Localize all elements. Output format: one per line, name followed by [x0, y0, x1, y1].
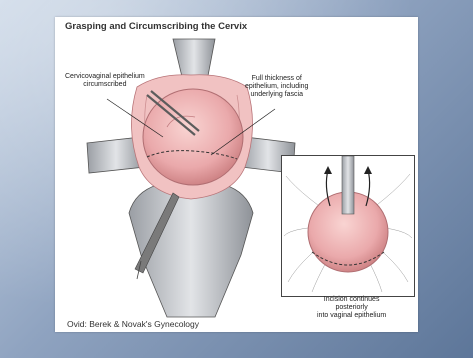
- right-callout-line-1: Full thickness of: [245, 75, 308, 83]
- figure-panel: Grasping and Circumscribing the Cervix: [55, 17, 418, 332]
- inset-callout-line-1: Incision continues: [317, 296, 386, 304]
- right-callout: Full thickness of epithelium, including …: [245, 75, 308, 99]
- inset-illustration: [282, 156, 414, 296]
- source-credit: Ovid: Berek & Novak's Gynecology: [67, 319, 199, 329]
- inset-callout-line-3: into vaginal epithelium: [317, 312, 386, 320]
- right-callout-line-2: epithelium, including: [245, 83, 308, 91]
- right-callout-line-3: underlying fascia: [245, 91, 308, 99]
- left-callout-line-1: Cervicovaginal epithelium: [65, 73, 145, 81]
- inset-detail-panel: [281, 155, 415, 297]
- inset-instrument: [342, 156, 354, 214]
- left-callout: Cervicovaginal epithelium circumscribed: [65, 73, 145, 89]
- left-callout-line-2: circumscribed: [65, 81, 145, 89]
- inset-callout: Incision continues posteriorly into vagi…: [317, 296, 386, 320]
- inset-callout-line-2: posteriorly: [317, 304, 386, 312]
